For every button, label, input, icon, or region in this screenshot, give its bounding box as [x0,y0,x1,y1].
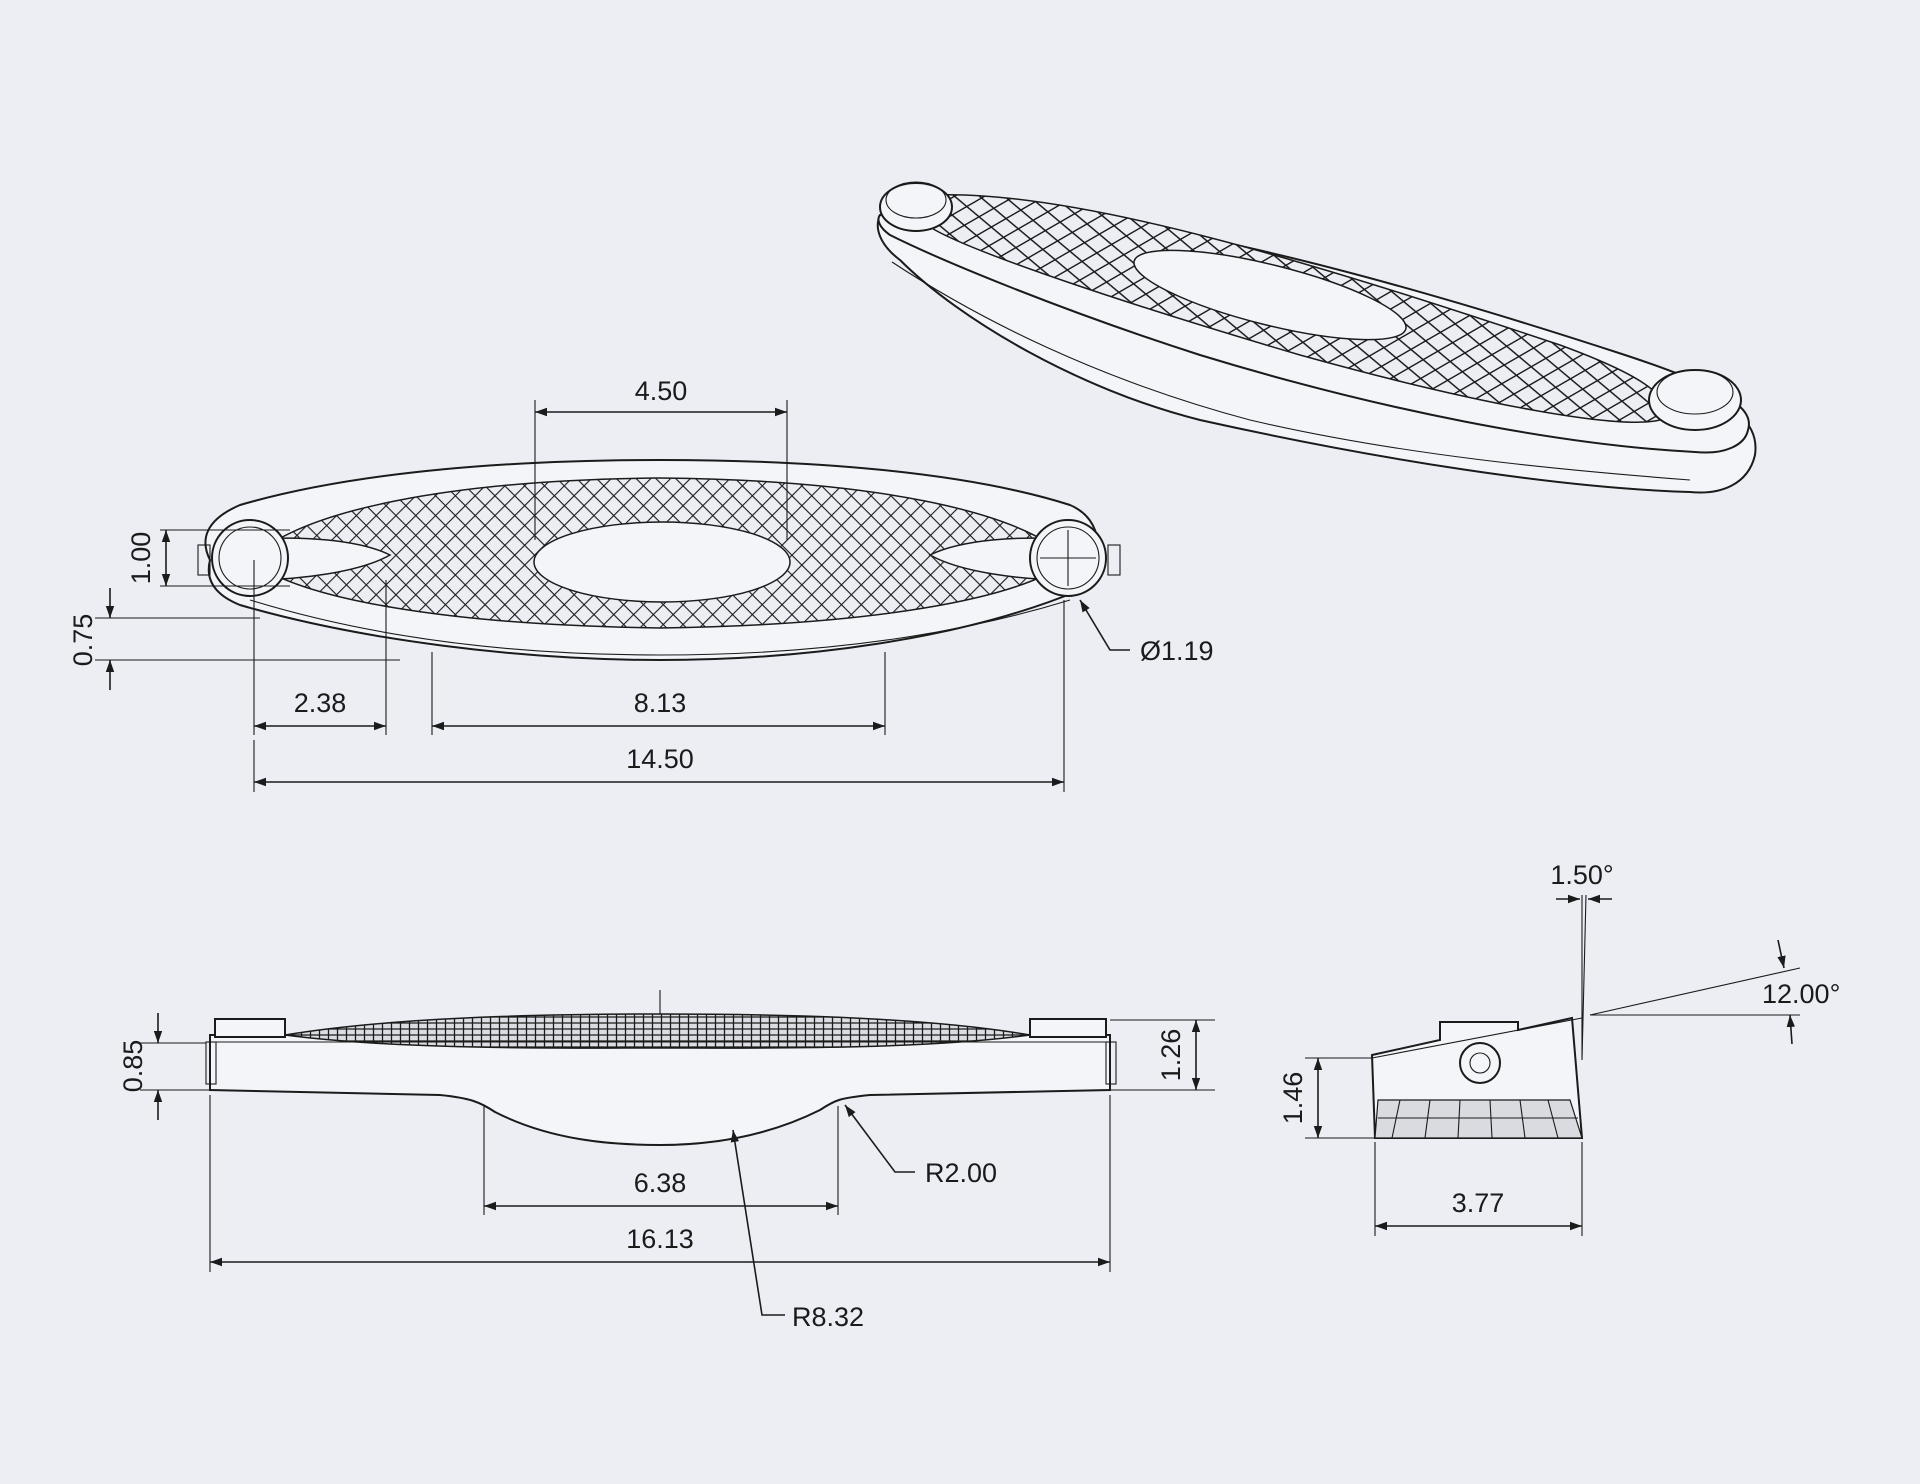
dim-label-0-85: 0.85 [118,1040,148,1093]
dim-label-3-77: 3.77 [1452,1188,1505,1218]
dim-width: 3.77 [1374,1142,1583,1236]
dim-label-1-00: 1.00 [126,532,156,585]
dim-offset: 0.75 [68,588,400,690]
iso-left-boss [879,181,953,232]
side-grid-lines [1378,1099,1578,1139]
side-boss [1459,1042,1501,1084]
dim-label-1-46: 1.46 [1278,1072,1308,1125]
front-mesh-band [284,1013,1031,1049]
iso-bottom-edge-line [891,261,1691,481]
dim-label-1-50-deg: 1.50° [1550,860,1613,890]
front-body-outline [209,1034,1111,1147]
dim-label-2-38: 2.38 [294,688,347,718]
front-right-boss [1029,1018,1117,1085]
dim-label-16-13: 16.13 [626,1224,694,1254]
dim-label-0-75: 0.75 [68,614,98,667]
dim-label-r2-00: R2.00 [925,1158,997,1188]
dim-hole-diameter: Ø1.19 [1079,599,1214,666]
dim-label-8-13: 8.13 [634,688,687,718]
dim-height: 1.46 [1278,1057,1375,1139]
dim-end-thickness: 0.85 [118,1013,210,1120]
top-view: 4.50 1.00 0.75 Ø1.19 2.38 [68,376,1214,792]
top-right-boss [1029,519,1121,597]
dim-bottom-curve: 8.13 [431,652,886,735]
front-left-boss [205,1018,286,1085]
dim-hole-spacing: 14.50 [253,600,1065,792]
side-bottom-grid [1374,1099,1583,1139]
dim-end-height: 1.00 [126,529,290,587]
dim-overall-length: 16.13 [209,1095,1111,1272]
dim-label-1-26: 1.26 [1156,1029,1186,1082]
dim-large-radius: R8.32 [730,1129,864,1332]
dim-label-14-50: 14.50 [626,744,694,774]
top-center-opening [533,521,791,603]
dim-draft-angle: 1.50° [1550,860,1614,1061]
dim-label-12-00-deg: 12.00° [1762,979,1840,1009]
dim-label-4-50: 4.50 [635,376,688,406]
dim-total-height: 1.26 [1110,1019,1215,1091]
side-view: 1.50° 12.00° 1.46 3.77 [1278,860,1840,1236]
dim-label-hole-diameter: Ø1.19 [1140,636,1214,666]
side-top-slope [1371,1017,1583,1059]
dim-curve-width: 6.38 [483,1106,839,1215]
dim-small-radius: R2.00 [844,1104,997,1188]
isometric-view [876,181,1757,494]
front-view: 0.85 1.26 6.38 R2.00 16.13 R8.32 [118,990,1215,1332]
dim-slope-angle: 12.00° [1589,939,1840,1045]
top-left-boss [197,519,289,597]
dim-center-opening: 4.50 [534,376,788,540]
dim-end-to-mesh: 2.38 [253,560,387,735]
iso-right-boss [1648,369,1742,431]
iso-center-opening [1133,249,1407,341]
dim-label-r8-32: R8.32 [792,1302,864,1332]
dim-label-6-38: 6.38 [634,1168,687,1198]
top-bottom-edge-line [249,599,1071,656]
